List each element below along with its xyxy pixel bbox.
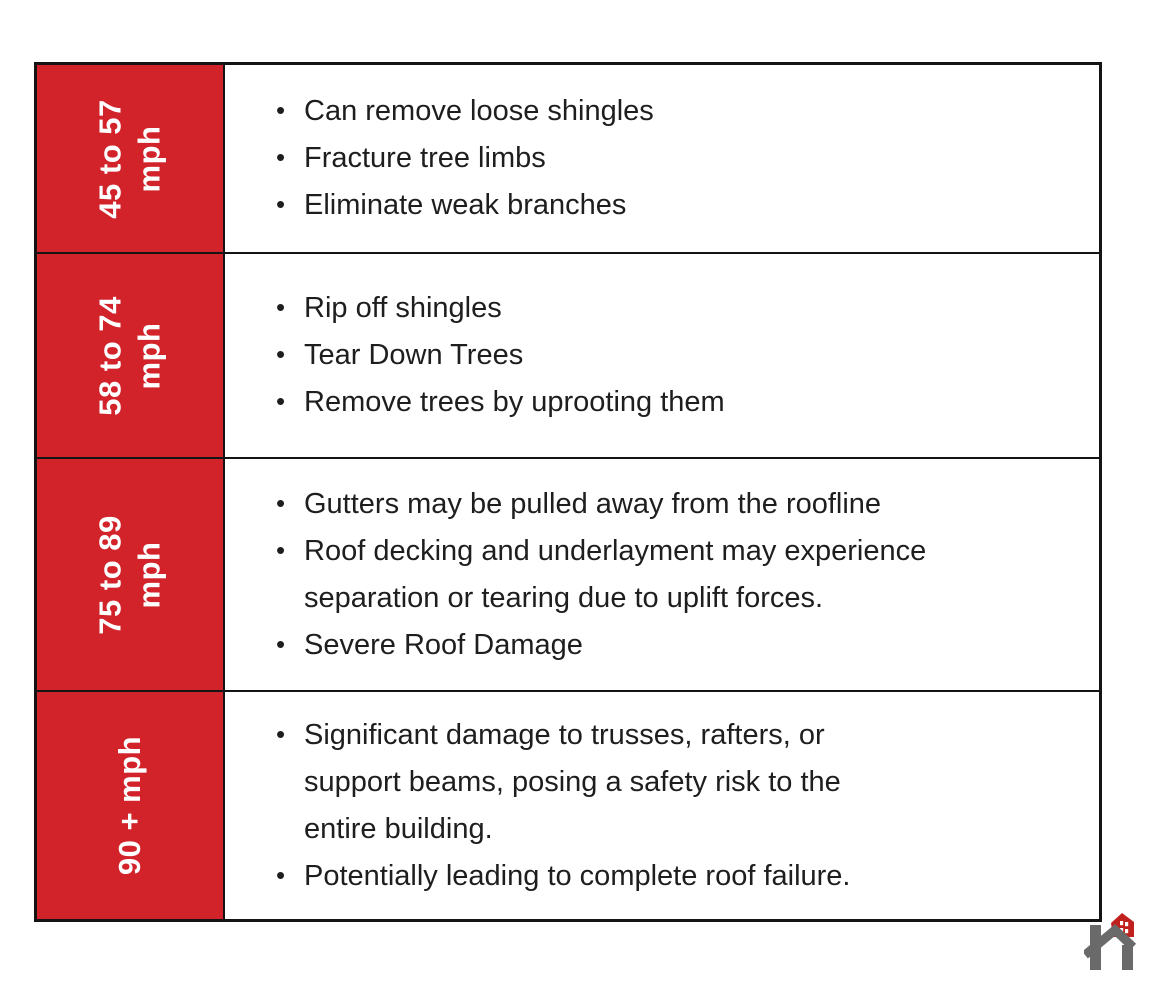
company-logo <box>1084 912 1136 970</box>
speed-unit-text: mph <box>131 125 167 192</box>
speed-range-text: 75 to 89 <box>92 514 128 635</box>
damage-effect-item: Severe Roof Damage <box>273 621 926 669</box>
damage-effect-item: Rip off shingles <box>273 284 725 332</box>
damage-effect-item: Gutters may be pulled away from the roof… <box>273 480 926 528</box>
damage-effects-list: Significant damage to trusses, rafters, … <box>273 711 850 900</box>
house-h-logo-icon <box>1084 913 1136 970</box>
speed-range-text: 45 to 57 <box>92 98 128 219</box>
damage-effect-item: Significant damage to trusses, rafters, … <box>273 711 850 853</box>
damage-effects-cell: Can remove loose shinglesFracture tree l… <box>225 65 1099 252</box>
speed-label-cell: 90 + mph <box>37 692 225 919</box>
damage-effect-item: Roof decking and underlayment may experi… <box>273 527 926 622</box>
damage-effect-item: Eliminate weak branches <box>273 181 654 229</box>
speed-unit-text: mph <box>131 541 167 608</box>
speed-range-text: 90 + mph <box>112 735 148 876</box>
speed-range-text: 58 to 74 <box>92 295 128 416</box>
table-row-4: 90 + mph Significant damage to trusses, r… <box>37 690 1099 919</box>
damage-effects-cell: Gutters may be pulled away from the roof… <box>225 459 1099 690</box>
damage-effects-cell: Significant damage to trusses, rafters, … <box>225 692 1099 919</box>
speed-unit-text: mph <box>131 322 167 389</box>
damage-effects-cell: Rip off shinglesTear Down TreesRemove tr… <box>225 254 1099 457</box>
damage-effect-item: Tear Down Trees <box>273 331 725 379</box>
damage-effect-item: Remove trees by uprooting them <box>273 378 725 426</box>
damage-effects-list: Can remove loose shinglesFracture tree l… <box>273 87 654 229</box>
damage-effect-item: Fracture tree limbs <box>273 134 654 182</box>
damage-effect-item: Can remove loose shingles <box>273 87 654 135</box>
damage-effects-list: Rip off shinglesTear Down TreesRemove tr… <box>273 284 725 426</box>
speed-label: 90 + mph <box>111 736 150 875</box>
damage-effect-item: Potentially leading to complete roof fai… <box>273 852 850 900</box>
wind-speed-damage-table: 45 to 57mphCan remove loose shinglesFrac… <box>34 62 1102 922</box>
damage-effects-list: Gutters may be pulled away from the roof… <box>273 480 926 669</box>
